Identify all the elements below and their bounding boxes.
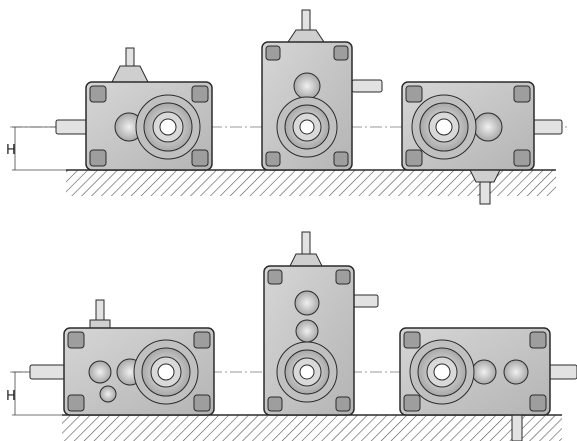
gearbox-6	[399, 327, 577, 441]
gearbox-5	[263, 231, 379, 416]
gearbox-4	[29, 299, 215, 416]
height-label: H	[6, 143, 16, 158]
height-label: H	[6, 389, 16, 404]
height-dimension-row-1: H	[6, 126, 66, 171]
gearbox-2	[261, 9, 383, 171]
gearbox-3	[401, 81, 563, 205]
gearbox-1	[55, 47, 213, 171]
floor-hatch-row-2	[62, 414, 562, 441]
row-1: H	[6, 9, 570, 205]
row-2: H	[6, 231, 577, 441]
